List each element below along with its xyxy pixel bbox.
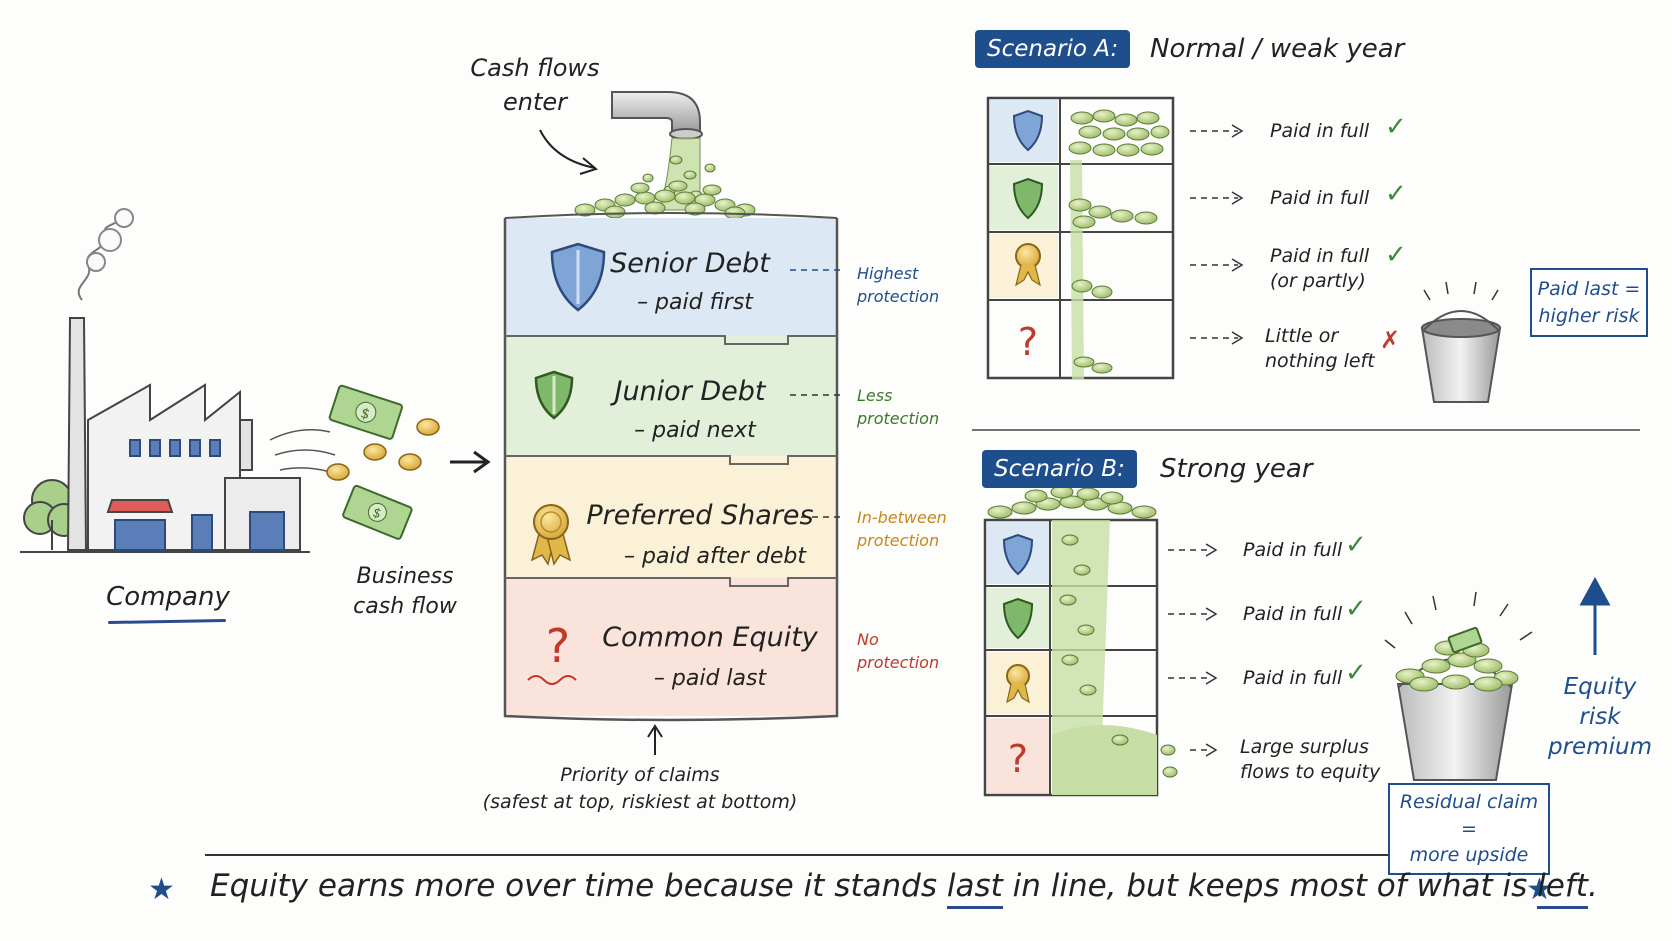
footer-caption: Equity earns more over time because it s… — [210, 868, 1598, 909]
scenario-a-title: Normal / weak year — [1150, 34, 1405, 64]
check-icon: ✓ — [1385, 240, 1407, 270]
scenario-b-row-4-text: Large surplus flows to equity — [1240, 735, 1380, 784]
protection-junior: Less protection — [857, 384, 939, 430]
cross-icon: ✗ — [1380, 326, 1401, 354]
residual-claim-note: Residual claim = more upside — [1388, 783, 1550, 875]
erp-line-1: Equity — [1563, 674, 1637, 700]
protection-senior: Highest protection — [857, 262, 939, 308]
scenario-b-row-1-text: Paid in full — [1243, 539, 1343, 561]
tier-senior-title: Senior Debt — [610, 248, 770, 279]
cash-flows-enter-line-1: Cash flows — [470, 54, 600, 82]
footer-part-1: Equity earns more over time because it s… — [210, 868, 947, 904]
paid-last-note-line-1: Paid last = — [1537, 278, 1641, 300]
scenario-a-row-2-text: Paid in full — [1270, 187, 1370, 209]
dollar-bill-icon: $ — [328, 384, 403, 440]
scenario-a-row-4-text: Little or nothing left — [1265, 324, 1375, 373]
check-icon: ✓ — [1385, 112, 1407, 142]
protection-preferred-line-2: protection — [857, 531, 940, 551]
protection-preferred-line-1: In-between — [857, 508, 947, 527]
protection-junior-line-2: protection — [857, 409, 940, 429]
coin-pile — [574, 180, 756, 220]
check-icon: ✓ — [1345, 594, 1367, 624]
scenario-b-row-4-line-2: flows to equity — [1240, 760, 1381, 783]
scenario-a-icons: ? — [1012, 109, 1044, 364]
svg-text:?: ? — [1018, 320, 1038, 364]
check-icon: ✓ — [1345, 530, 1367, 560]
priority-line-1: Priority of claims — [560, 764, 720, 786]
cash-flows-enter-line-2: enter — [502, 87, 568, 116]
paid-last-note: Paid last = higher risk — [1530, 268, 1648, 338]
protection-senior-line-1: Highest — [857, 264, 919, 283]
protection-preferred: In-between protection — [857, 506, 947, 552]
scenario-a-badge: Scenario A: — [975, 30, 1131, 68]
dollar-bill-icon: $ — [342, 484, 413, 540]
equity-risk-premium-label: Equity risk premium — [1545, 673, 1655, 763]
business-cash-flow-line-1: Business — [356, 564, 454, 589]
tier-senior-sub: – paid first — [637, 290, 753, 315]
tree-icon — [23, 479, 81, 550]
footer-part-5: . — [1587, 868, 1598, 904]
check-icon: ✓ — [1345, 658, 1367, 688]
gold-coin-icon — [326, 418, 440, 481]
company-label: Company — [106, 582, 230, 612]
tier-preferred-title: Preferred Shares — [586, 500, 814, 531]
cash-flows-enter-label: Cash flows enter — [455, 52, 615, 119]
priority-of-claims-label: Priority of claims (safest at top, riski… — [470, 762, 810, 815]
scenario-a-row-1-text: Paid in full — [1270, 120, 1370, 142]
scenario-a-cash — [1068, 109, 1170, 380]
check-icon: ✓ — [1385, 179, 1407, 209]
flow-lines — [269, 429, 336, 473]
svg-text:?: ? — [546, 619, 570, 673]
full-bucket-icon — [1384, 591, 1533, 781]
up-arrow-icon — [1579, 576, 1611, 655]
scenario-a-row-3-line-2: (or partly) — [1270, 269, 1366, 292]
tier-junior-sub: – paid next — [634, 418, 756, 443]
shield-blue-icon — [550, 242, 606, 312]
priority-tank: ? — [503, 212, 845, 755]
scenario-b-badge: Scenario B: — [982, 450, 1137, 488]
business-cash-flow-line-2: cash flow — [353, 593, 457, 619]
scenario-a-row-4-line-2: nothing left — [1265, 349, 1375, 372]
erp-line-3: premium — [1548, 733, 1652, 760]
footer-emph-last: last — [946, 868, 1003, 909]
protection-junior-line-1: Less — [857, 386, 893, 405]
empty-bucket-icon — [1420, 281, 1502, 403]
scenario-b-icons: ? — [1002, 533, 1034, 781]
footer-part-3: in line, but keeps most of what is — [1002, 868, 1538, 904]
star-icon: ★ — [1526, 872, 1553, 907]
medal-icon — [530, 504, 572, 566]
tier-equity-title: Common Equity — [602, 622, 818, 653]
priority-line-2: (safest at top, riskiest at bottom) — [482, 790, 798, 813]
scenario-b-arrows — [1168, 549, 1212, 751]
scenario-b-cash — [987, 485, 1178, 795]
business-cash-flow-label: Business cash flow — [330, 562, 480, 621]
factory-illustration — [20, 208, 310, 553]
tier-junior-title: Junior Debt — [614, 376, 766, 407]
footer-emph-left: left — [1537, 868, 1588, 909]
star-icon: ★ — [148, 872, 175, 907]
question-icon: ? — [527, 619, 577, 685]
protection-equity-line-2: protection — [857, 653, 940, 673]
scenario-a-row-3-text: Paid in full (or partly) — [1270, 244, 1369, 293]
residual-claim-note-line-1: Residual claim = — [1399, 791, 1539, 840]
scenario-b-title: Strong year — [1160, 454, 1313, 484]
residual-claim-note-line-2: more upside — [1409, 844, 1529, 867]
protection-equity-line-1: No — [857, 630, 879, 649]
scenario-b-row-2-text: Paid in full — [1243, 603, 1343, 625]
scenario-a-row-4-line-1: Little or — [1265, 325, 1339, 347]
erp-line-2: risk — [1579, 703, 1621, 730]
scenario-a-row-3-line-1: Paid in full — [1270, 245, 1370, 267]
scenario-b-row-3-text: Paid in full — [1243, 667, 1343, 689]
tier-preferred-sub: – paid after debt — [623, 544, 807, 569]
scenario-a-arrows — [1190, 130, 1238, 339]
protection-senior-line-2: protection — [857, 287, 940, 307]
shield-green-icon — [534, 370, 574, 420]
paid-last-note-line-2: higher risk — [1538, 304, 1640, 327]
tier-equity-sub: – paid last — [653, 666, 767, 691]
scenario-b-row-4-line-1: Large surplus — [1240, 736, 1369, 758]
svg-text:?: ? — [1008, 737, 1028, 781]
protection-equity: No protection — [857, 628, 939, 674]
faucet-icon — [611, 91, 703, 140]
